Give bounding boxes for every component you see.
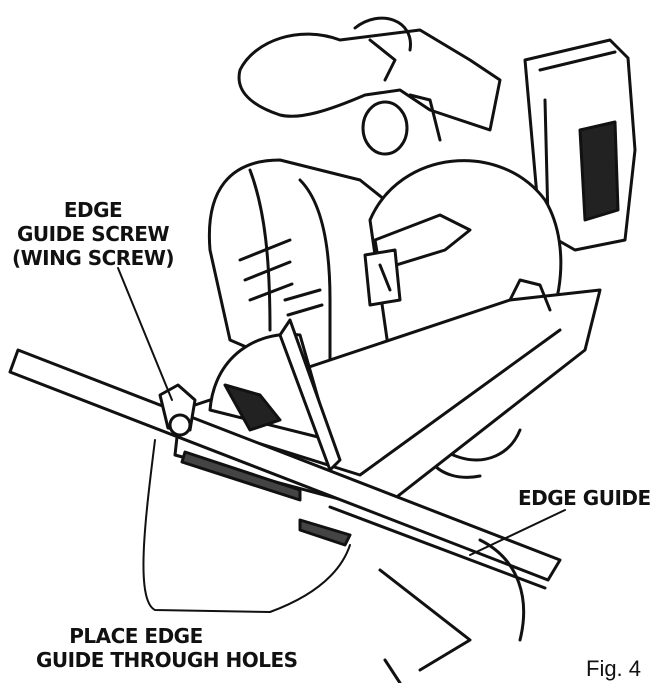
label-line: (WING SCREW)	[11, 246, 175, 270]
leader-screw	[117, 267, 173, 401]
edge-guide-screw-label: EDGE GUIDE SCREW (WING SCREW)	[8, 198, 178, 270]
label-line: PLACE EDGE	[69, 624, 203, 648]
place-edge-guide-label: PLACE EDGE GUIDE THROUGH HOLES	[36, 624, 298, 672]
label-line: EDGE	[63, 198, 123, 222]
leader-holes	[142, 439, 351, 613]
label-line: GUIDE THROUGH HOLES	[36, 648, 298, 672]
leader-edge-guide	[469, 509, 566, 556]
handle	[237, 28, 502, 132]
battery-pack	[523, 38, 637, 252]
edge-guide-label: EDGE GUIDE	[518, 486, 651, 510]
figure-number: Fig. 4	[586, 656, 642, 681]
edge-guide-bar	[8, 348, 562, 685]
label-line: GUIDE SCREW	[16, 222, 170, 246]
